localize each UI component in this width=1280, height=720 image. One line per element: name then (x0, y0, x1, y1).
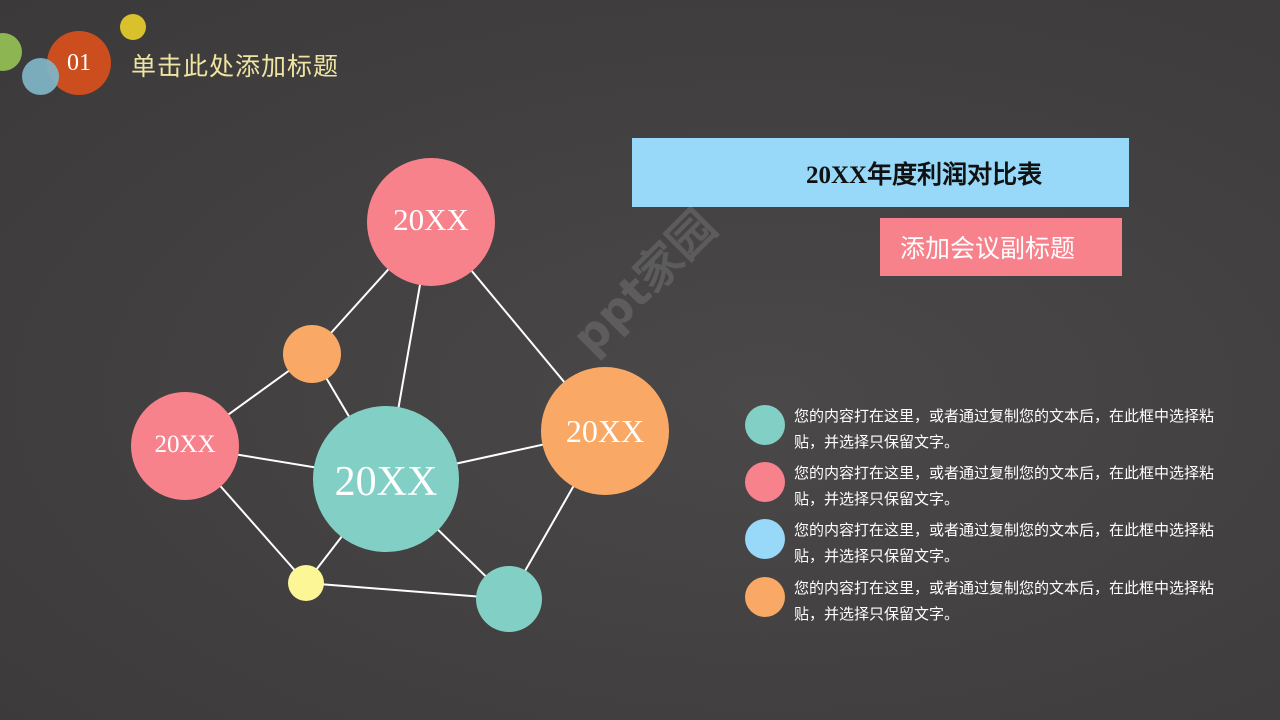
subtitle-box[interactable]: 添加会议副标题 (880, 218, 1122, 276)
chart-title-box[interactable]: 20XX年度利润对比表 (632, 138, 1129, 207)
legend-text[interactable]: 您的内容打在这里，或者通过复制您的文本后，在此框中选择粘贴，并选择只保留文字。 (794, 464, 1215, 508)
node-left-label: 20XX (154, 431, 216, 458)
page-title[interactable]: 单击此处添加标题 (131, 52, 340, 81)
node-top-label: 20XX (393, 202, 469, 237)
node-left[interactable] (131, 392, 239, 500)
decor-circle-yellow (120, 14, 146, 40)
legend-dot-teal-icon (745, 405, 785, 445)
decor-circle-green (0, 33, 22, 71)
edge-yellow-smallteal (305, 582, 510, 600)
node-small-orange[interactable] (283, 325, 341, 383)
decor-circle-red-orange (47, 31, 111, 95)
legend-item: 您的内容打在这里，或者通过复制您的文本后，在此框中选择粘贴，并选择只保留文字。 (745, 405, 1225, 461)
legend-text[interactable]: 您的内容打在这里，或者通过复制您的文本后，在此框中选择粘贴，并选择只保留文字。 (794, 521, 1215, 565)
node-right-label: 20XX (565, 412, 645, 449)
section-number: 01 (67, 49, 91, 76)
node-small-teal[interactable] (476, 566, 542, 632)
node-center-label: 20XX (334, 459, 438, 505)
legend-text[interactable]: 您的内容打在这里，或者通过复制您的文本后，在此框中选择粘贴，并选择只保留文字。 (794, 579, 1215, 623)
legend-text[interactable]: 您的内容打在这里，或者通过复制您的文本后，在此框中选择粘贴，并选择只保留文字。 (794, 407, 1215, 451)
legend-dot-orange-icon (745, 577, 785, 617)
legend-dot-pink-icon (745, 462, 785, 502)
legend-item: 您的内容打在这里，或者通过复制您的文本后，在此框中选择粘贴，并选择只保留文字。 (745, 577, 1225, 633)
legend-dot-blue-icon (745, 519, 785, 559)
legend-item: 您的内容打在这里，或者通过复制您的文本后，在此框中选择粘贴，并选择只保留文字。 (745, 462, 1225, 518)
decor-circle-blue (22, 58, 59, 95)
legend-item: 您的内容打在这里，或者通过复制您的文本后，在此框中选择粘贴，并选择只保留文字。 (745, 519, 1225, 575)
node-top[interactable] (367, 158, 495, 286)
node-small-yellow[interactable] (288, 565, 324, 601)
node-right[interactable] (541, 367, 669, 495)
node-center[interactable] (313, 406, 459, 552)
